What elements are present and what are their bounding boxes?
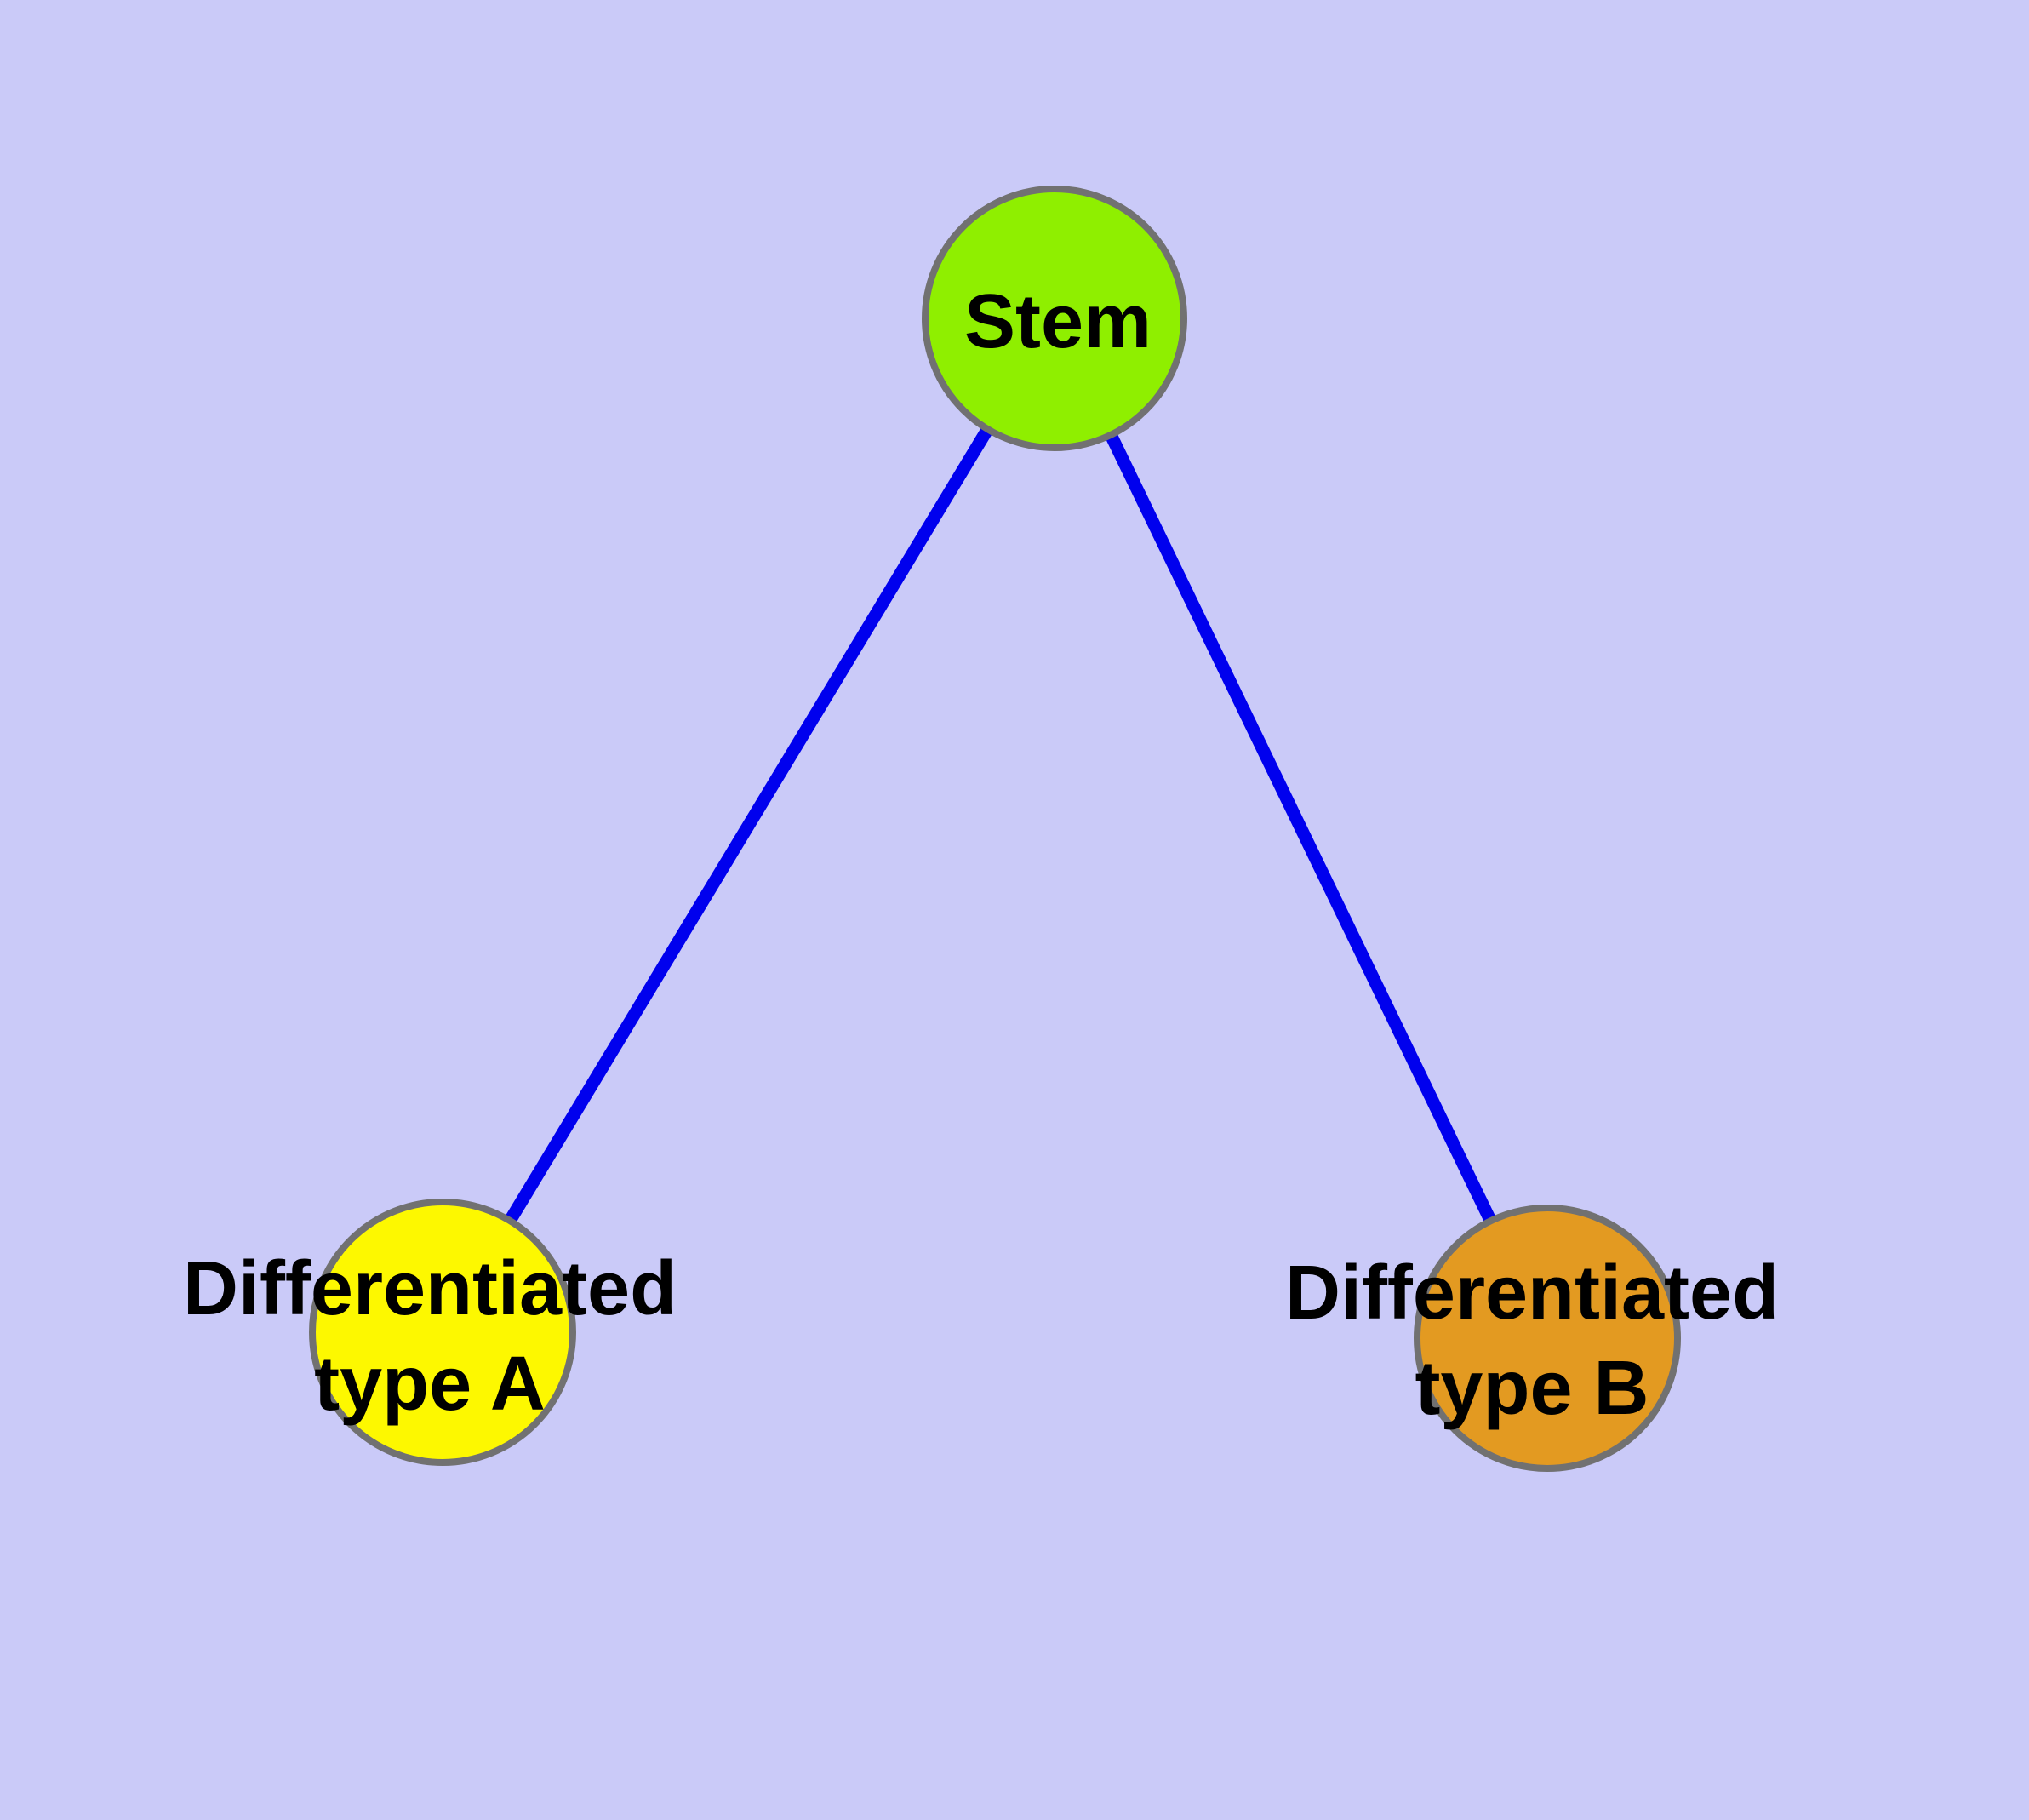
node-type-b-label-line-2: type B [1415,1346,1649,1431]
edge-stem-to-type-b [1049,315,1553,1342]
node-stem-label: Stem [964,274,1152,369]
node-type-b-circle [1414,1205,1681,1472]
node-type-a-label-line-1: Differentiated [182,1246,677,1331]
edge-stem-to-type-a [437,315,1060,1336]
node-type-b-label-line-1: Differentiated [1284,1251,1780,1336]
node-type-a-label: Differentiated type A [183,1241,677,1432]
node-stem-circle [922,186,1187,451]
node-type-b-label: Differentiated type B [1285,1245,1779,1436]
node-stem-label-line-1: Stem [963,279,1152,364]
node-type-a-label-line-2: type A [314,1342,546,1427]
node-type-a-circle [309,1199,576,1466]
